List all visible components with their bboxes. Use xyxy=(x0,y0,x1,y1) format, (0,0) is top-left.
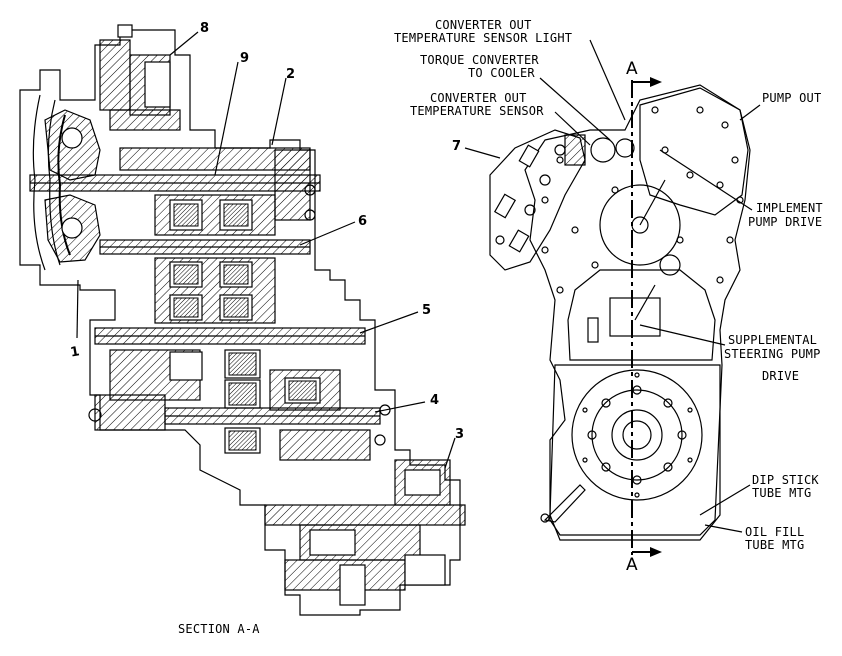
text-labels: CONVERTER OUT TEMPERATURE SENSOR LIGHT T… xyxy=(178,18,823,636)
callout-2: 2 xyxy=(286,67,295,82)
label-implement-1: IMPLEMENT xyxy=(756,201,823,215)
callout-6: 6 xyxy=(358,214,367,229)
label-converter-out-sensor-2: TEMPERATURE SENSOR xyxy=(410,104,544,118)
label-supplemental-3: DRIVE xyxy=(762,369,799,383)
callout-4: 4 xyxy=(430,393,439,408)
clutch-pack-1 xyxy=(154,194,276,236)
end-view xyxy=(489,77,751,557)
label-converter-out-light-1: CONVERTER OUT xyxy=(435,18,532,32)
label-oil-fill-2: TUBE MTG xyxy=(745,538,804,552)
section-marker-bottom: A xyxy=(626,555,638,575)
clutch-pack-3 xyxy=(109,349,341,411)
callout-numbers: 8 9 2 6 5 4 3 1 7 xyxy=(69,21,464,442)
label-supplemental-2: STEERING PUMP xyxy=(724,347,821,361)
label-implement-2: PUMP DRIVE xyxy=(748,215,822,229)
label-converter-out-light-2: TEMPERATURE SENSOR LIGHT xyxy=(394,31,572,45)
callout-7: 7 xyxy=(452,139,461,154)
section-title: SECTION A-A xyxy=(178,622,260,636)
callout-8: 8 xyxy=(200,21,209,36)
callout-3: 3 xyxy=(455,427,464,442)
label-dip-stick-1: DIP STICK xyxy=(752,473,819,487)
callout-1: 1 xyxy=(69,344,81,360)
label-dip-stick-2: TUBE MTG xyxy=(752,486,811,500)
leader-lines xyxy=(76,31,761,533)
label-oil-fill-1: OIL FILL xyxy=(745,525,804,539)
label-pump-out: PUMP OUT xyxy=(762,91,821,105)
callout-5: 5 xyxy=(422,303,431,318)
section-view xyxy=(19,24,466,616)
output-group xyxy=(264,459,466,606)
clutch-pack-2 xyxy=(154,257,276,324)
label-converter-out-sensor-1: CONVERTER OUT xyxy=(430,91,527,105)
label-torque-converter-1: TORQUE CONVERTER xyxy=(420,53,539,67)
label-supplemental-1: SUPPLEMENTAL xyxy=(728,333,817,347)
section-marker-top: A xyxy=(626,59,638,79)
callout-9: 9 xyxy=(240,51,249,66)
control-valve xyxy=(489,129,586,271)
label-torque-converter-2: TO COOLER xyxy=(468,66,535,80)
